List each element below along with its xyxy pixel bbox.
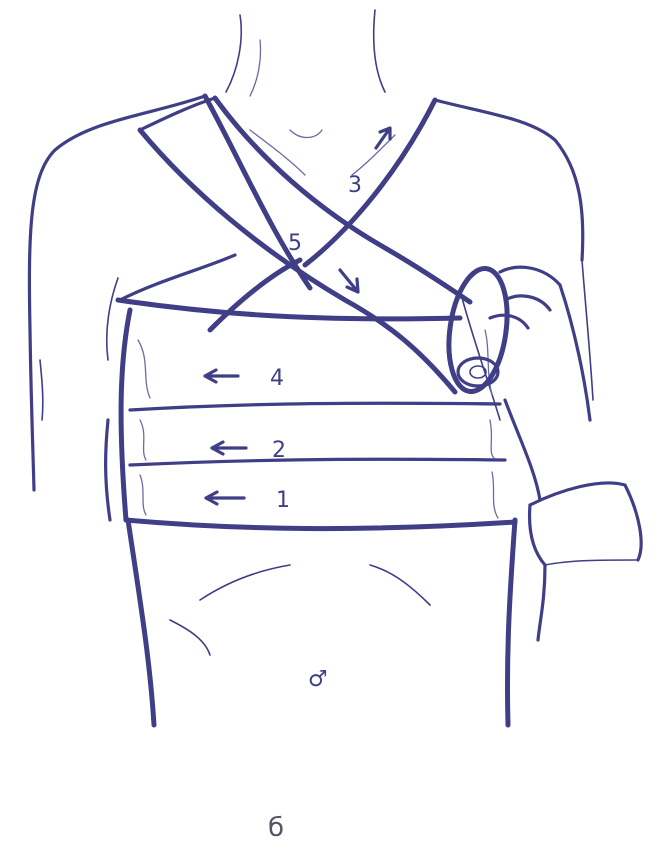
turn-number-2: 2 <box>272 438 286 463</box>
bandage-chest-wrap <box>118 300 515 529</box>
figure-caption: б <box>268 813 284 843</box>
abdomen-details <box>170 565 430 655</box>
arrow-turn-3 <box>376 128 390 148</box>
torso-outline <box>29 96 593 490</box>
arrow-turn-4 <box>205 370 238 382</box>
neck-outline <box>226 10 385 138</box>
arrow-turn-5 <box>340 270 358 292</box>
hand-with-roll <box>442 265 641 640</box>
arrow-turn-2 <box>212 442 246 454</box>
arrow-turn-1 <box>206 492 244 504</box>
turn-number-5: 5 <box>288 231 302 256</box>
turn-number-3: 3 <box>348 173 362 198</box>
turn-number-1: 1 <box>276 488 290 513</box>
turn-number-4: 4 <box>270 366 284 391</box>
navel-mark: ♂ <box>308 667 328 692</box>
